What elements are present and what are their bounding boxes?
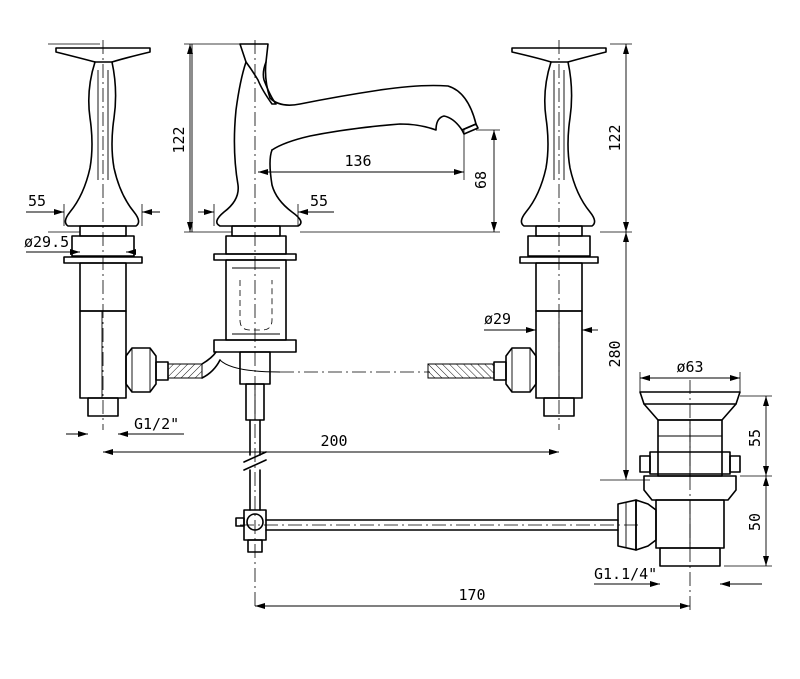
dim-spout-base-width: 55 bbox=[198, 192, 334, 226]
dim-waste-diameter: ø63 bbox=[639, 358, 741, 392]
dim-label-waste-thread: G1.1/4" bbox=[594, 565, 657, 583]
dim-label-waste-upper: 55 bbox=[746, 429, 764, 447]
dim-label-waste-lower: 50 bbox=[746, 513, 764, 531]
dim-left-handle-height bbox=[48, 43, 193, 233]
dim-spout-height: 122 bbox=[170, 43, 240, 233]
dim-label-waste-diameter: ø63 bbox=[676, 358, 703, 376]
dim-outlet-height: 68 bbox=[300, 129, 500, 233]
dim-connection-thread: G1/2" bbox=[66, 415, 184, 437]
dim-right-shank-diameter: ø29 bbox=[484, 310, 598, 333]
dim-label-outlet-height: 68 bbox=[472, 171, 490, 189]
dim-handle-spacing: 200 bbox=[103, 432, 559, 455]
dim-waste-thread: G1.1/4" bbox=[594, 565, 762, 587]
dim-waste-lower: 50 bbox=[724, 476, 772, 567]
dim-label-pop-up-rod: 170 bbox=[458, 586, 485, 604]
spout-assembly bbox=[213, 43, 479, 553]
dim-total-depth: 280 bbox=[600, 232, 650, 481]
dim-label-left-shank: ø29.5 bbox=[24, 233, 69, 251]
dim-right-handle-height: 122 bbox=[600, 43, 632, 233]
dim-label-spout-base: 55 bbox=[310, 192, 328, 210]
dim-label-thread: G1/2" bbox=[134, 415, 179, 433]
dim-left-base-width: 55 bbox=[26, 192, 160, 226]
dim-label-right-shank: ø29 bbox=[484, 310, 511, 328]
dim-label-left-height: 122 bbox=[170, 126, 188, 153]
dim-label-left-base: 55 bbox=[28, 192, 46, 210]
dim-label-total-depth: 280 bbox=[606, 340, 624, 367]
dim-label-right-height: 122 bbox=[606, 124, 624, 151]
waste-assembly bbox=[240, 391, 741, 567]
dim-pop-up-rod: 170 bbox=[255, 586, 690, 609]
dim-left-shank-diameter: ø29.5 bbox=[24, 233, 136, 255]
dim-label-handle-spacing: 200 bbox=[320, 432, 347, 450]
dim-waste-upper: 55 bbox=[740, 395, 772, 477]
dim-label-spout-reach: 136 bbox=[344, 152, 371, 170]
dim-spout-reach: 136 bbox=[258, 130, 465, 180]
